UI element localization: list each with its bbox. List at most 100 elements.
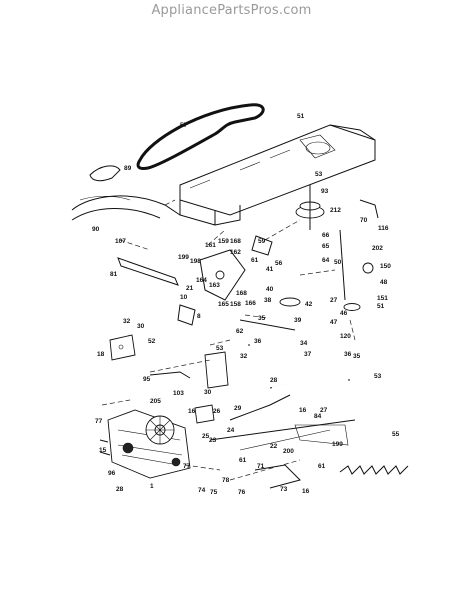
drive-belt — [136, 103, 265, 170]
callout-70: 70 — [360, 217, 368, 224]
callout-62: 62 — [236, 328, 244, 335]
callout-57: 57 — [180, 122, 188, 129]
callout-16a: 16 — [188, 408, 196, 415]
callout-151: 151 — [377, 295, 388, 302]
callout-36a: 36 — [254, 338, 262, 345]
callout-93: 93 — [321, 188, 329, 195]
callout-53c: 53 — [216, 345, 224, 352]
callout-168b: 168 — [236, 290, 247, 297]
callout-65: 65 — [322, 243, 330, 250]
callout-163: 163 — [209, 282, 220, 289]
callout-74: 74 — [198, 487, 206, 494]
pulley-assembly — [251, 185, 379, 311]
callout-47: 47 — [330, 319, 338, 326]
callout-39: 39 — [294, 317, 302, 324]
callout-27a: 27 — [330, 297, 338, 304]
callout-77a: 77 — [95, 418, 103, 425]
callout-75: 75 — [210, 489, 218, 496]
callout-212: 212 — [330, 207, 341, 214]
brackets — [109, 334, 229, 424]
callout-53b: 53 — [374, 373, 382, 380]
shift-rods — [209, 344, 356, 489]
callout-50: 50 — [334, 259, 342, 266]
callout-52: 52 — [148, 338, 156, 345]
callout-76: 76 — [238, 489, 246, 496]
callout-53: 53 — [315, 171, 323, 178]
callout-10: 10 — [180, 294, 188, 301]
callout-161: 161 — [205, 242, 216, 249]
callout-55: 55 — [392, 431, 400, 438]
callout-166: 166 — [245, 300, 256, 307]
callout-200: 200 — [283, 448, 294, 455]
callout-labels: 57 51 89 53 93 212 70 116 90 107 59 161 … — [92, 113, 400, 496]
callout-15: 15 — [99, 447, 107, 454]
callout-22: 22 — [270, 443, 278, 450]
callout-16c: 16 — [302, 488, 310, 495]
callout-51: 51 — [297, 113, 305, 120]
callout-41: 41 — [266, 266, 274, 273]
callout-71: 71 — [257, 463, 265, 470]
transmission — [99, 409, 191, 479]
callout-150: 150 — [380, 263, 391, 270]
callout-30b: 30 — [204, 389, 212, 396]
callout-77b: 77 — [183, 463, 191, 470]
callout-23: 23 — [209, 437, 217, 444]
callout-8: 8 — [197, 313, 201, 320]
callout-32b: 32 — [240, 353, 248, 360]
callout-26: 26 — [213, 408, 221, 415]
callout-158: 158 — [230, 301, 241, 308]
return-spring — [339, 465, 409, 475]
callout-95: 95 — [143, 376, 151, 383]
callout-35b: 35 — [353, 353, 361, 360]
callout-198: 198 — [190, 258, 201, 265]
callout-89: 89 — [124, 165, 132, 172]
callout-103: 103 — [173, 390, 184, 397]
callout-42: 42 — [305, 301, 313, 308]
callout-90: 90 — [92, 226, 100, 233]
callout-34: 34 — [300, 340, 308, 347]
callout-168a: 168 — [230, 238, 241, 245]
callout-164: 164 — [196, 277, 207, 284]
callout-48: 48 — [380, 279, 388, 286]
callout-32a: 32 — [123, 318, 131, 325]
callout-116: 116 — [378, 225, 389, 232]
callout-36b: 36 — [344, 351, 352, 358]
callout-202: 202 — [372, 245, 383, 252]
callout-1: 1 — [150, 483, 154, 490]
callout-46: 46 — [340, 310, 348, 317]
callout-21: 21 — [186, 285, 194, 292]
clutch-linkage — [117, 249, 296, 331]
callout-30a: 30 — [137, 323, 145, 330]
callout-27b: 27 — [320, 407, 328, 414]
callout-25: 25 — [202, 433, 210, 440]
callout-205: 205 — [150, 398, 161, 405]
callout-37: 37 — [304, 351, 312, 358]
leader-lines — [101, 199, 356, 481]
callout-28: 28 — [270, 377, 278, 384]
callout-107: 107 — [115, 238, 126, 245]
callout-56: 56 — [275, 260, 283, 267]
callout-18: 18 — [97, 351, 105, 358]
chassis-frame — [179, 124, 376, 226]
callout-40: 40 — [266, 286, 274, 293]
callout-120: 120 — [340, 333, 351, 340]
callout-24: 24 — [227, 427, 235, 434]
callout-165: 165 — [218, 301, 229, 308]
fender-seat — [71, 165, 181, 221]
callout-84: 84 — [314, 413, 322, 420]
callout-28b: 28 — [116, 486, 124, 493]
callout-61a: 61 — [251, 257, 259, 264]
callout-61b: 61 — [239, 457, 247, 464]
callout-29: 29 — [234, 405, 242, 412]
callout-96: 96 — [108, 470, 116, 477]
callout-61c: 61 — [318, 463, 326, 470]
callout-78: 78 — [222, 477, 230, 484]
callout-59: 59 — [258, 238, 266, 245]
callout-162: 162 — [230, 249, 241, 256]
callout-199: 199 — [178, 254, 189, 261]
callout-38: 38 — [264, 297, 272, 304]
callout-64: 64 — [322, 257, 330, 264]
callout-51b: 51 — [377, 303, 385, 310]
watermark-text: AppliancePartsPros.com — [151, 3, 312, 18]
